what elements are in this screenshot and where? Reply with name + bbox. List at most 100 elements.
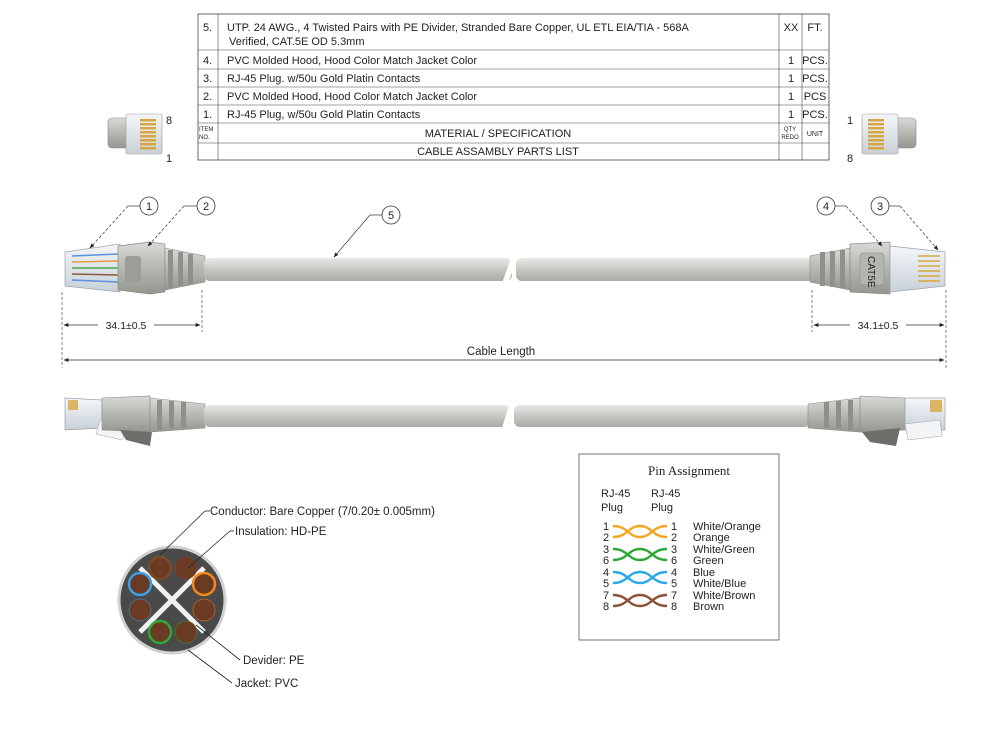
right-pin-number: 5 <box>671 578 677 590</box>
row-5-number: 5. <box>203 22 212 34</box>
header-qty: QTY <box>784 127 796 133</box>
row-2-qty: 1 <box>788 91 794 103</box>
left-end-view: 8 1 <box>107 113 172 165</box>
left-pin-number: 7 <box>603 590 609 602</box>
svg-text:1: 1 <box>146 201 152 213</box>
conductor <box>192 598 216 622</box>
row-2-spec: PVC Molded Hood, Hood Color Match Jacket… <box>227 91 477 103</box>
right-pin-number: 3 <box>671 544 677 556</box>
twisted-pair-wire <box>612 524 668 539</box>
cable-break-symbol <box>502 256 518 283</box>
header-unit: UNIT <box>807 131 824 138</box>
twisted-pair-wire <box>612 593 668 608</box>
top-view-cable <box>64 395 946 446</box>
top-view-jacket-left <box>204 405 510 427</box>
right-column-header: RJ-45 <box>651 488 680 500</box>
twisted-pair-wire <box>612 547 668 562</box>
left-pin-number: 3 <box>603 544 609 556</box>
row-4-number: 4. <box>203 55 212 67</box>
conductor <box>174 620 198 644</box>
left-plug-length: 34.1±0.5 <box>106 320 147 332</box>
cable-jacket-right <box>516 258 814 281</box>
conductor-pairs <box>127 555 217 645</box>
label-jacket: Jacket: PVC <box>235 678 298 690</box>
conductor <box>174 556 198 580</box>
right-rj45-plug <box>889 245 946 293</box>
right-pin-number: 6 <box>671 555 677 567</box>
right-plug-length: 34.1±0.5 <box>858 320 899 332</box>
header-item-no: NO. <box>199 135 210 141</box>
row-3-number: 3. <box>203 73 212 85</box>
right-pin-number: 8 <box>671 601 677 613</box>
top-view-jacket-right <box>514 405 810 427</box>
wire-color-name: White/Orange <box>693 521 761 533</box>
header-redo: REDO <box>781 135 799 141</box>
parts-list-title: CABLE ASSAMBLY PARTS LIST <box>417 146 579 158</box>
left-end-contacts <box>140 119 156 150</box>
row-1-number: 1. <box>203 109 212 121</box>
left-pin-number: 4 <box>603 567 609 579</box>
right-pin-number: 1 <box>671 521 677 533</box>
row-5-qty: XX <box>784 22 799 34</box>
wire-color-name: White/Blue <box>693 578 746 590</box>
row-5-spec-continued: Verified, CAT.5E OD 5.3mm <box>229 36 365 48</box>
side-view-cable: CAT5E <box>64 241 946 295</box>
wire-color-name: Orange <box>693 532 730 544</box>
left-molded-hood <box>117 241 206 295</box>
twisted-pair-wire <box>612 547 668 562</box>
wire-color-name: Blue <box>693 567 715 579</box>
callout-5: 5 <box>333 205 401 258</box>
row-1-spec: RJ-45 Plug, w/50u Gold Platin Contacts <box>227 109 421 121</box>
right-pin-number: 4 <box>671 567 677 579</box>
wire-color-name: White/Brown <box>693 590 755 602</box>
callout-2: 2 <box>147 196 216 247</box>
conductor <box>127 571 153 597</box>
top-view-right-hood <box>807 395 906 446</box>
left-pin-number: 1 <box>603 521 609 533</box>
wire-color-name: White/Green <box>693 544 755 556</box>
left-end-bottom-pin: 1 <box>166 153 172 165</box>
svg-text:5: 5 <box>388 210 394 222</box>
cable-length-label: Cable Length <box>467 346 535 358</box>
label-conductor: Conductor: Bare Copper (7/0.20± 0.005mm) <box>210 506 435 518</box>
left-pin-number: 5 <box>603 578 609 590</box>
top-view-left-hood <box>101 395 206 446</box>
twisted-pair-wire <box>612 524 668 539</box>
row-2-unit: PCS <box>804 91 827 103</box>
left-column-header: RJ-45 <box>601 488 630 500</box>
right-end-top-pin: 1 <box>847 115 853 127</box>
top-view-right-plug <box>904 397 946 441</box>
dimension-left-plug: 34.1±0.5 <box>61 290 203 368</box>
pin-assignment-title: Pin Assignment <box>648 463 730 478</box>
twisted-pair-wire <box>612 593 668 608</box>
conductor <box>147 619 173 645</box>
header-material: MATERIAL / SPECIFICATION <box>425 128 572 140</box>
twisted-pair-wire <box>612 570 668 585</box>
label-insulation: Insulation: HD-PE <box>235 526 327 538</box>
cable-jacket-left <box>204 258 512 281</box>
hood-marking: CAT5E <box>865 256 876 288</box>
row-4-unit: PCS. <box>802 55 828 67</box>
row-4-spec: PVC Molded Hood, Hood Color Match Jacket… <box>227 55 477 67</box>
dimension-right-plug: 34.1±0.5 <box>811 290 947 368</box>
left-pin-number: 8 <box>603 601 609 613</box>
right-pin-number: 7 <box>671 590 677 602</box>
row-3-qty: 1 <box>788 73 794 85</box>
row-4-qty: 1 <box>788 55 794 67</box>
right-molded-hood: CAT5E <box>809 241 891 295</box>
right-end-bottom-pin: 8 <box>847 153 853 165</box>
top-view-break <box>501 402 516 431</box>
pin-assignment-border <box>578 453 780 641</box>
row-5-unit: FT. <box>807 22 822 34</box>
svg-text:4: 4 <box>823 201 829 213</box>
parts-list-table: 5. UTP. 24 AWG., 4 Twisted Pairs with PE… <box>197 13 830 161</box>
twisted-pair-wire <box>612 570 668 585</box>
cross-section-leaders <box>159 510 241 684</box>
left-pin-number: 6 <box>603 555 609 567</box>
left-pin-number: 2 <box>603 532 609 544</box>
conductor <box>128 598 152 622</box>
row-5-spec: UTP. 24 AWG., 4 Twisted Pairs with PE Di… <box>227 22 689 34</box>
